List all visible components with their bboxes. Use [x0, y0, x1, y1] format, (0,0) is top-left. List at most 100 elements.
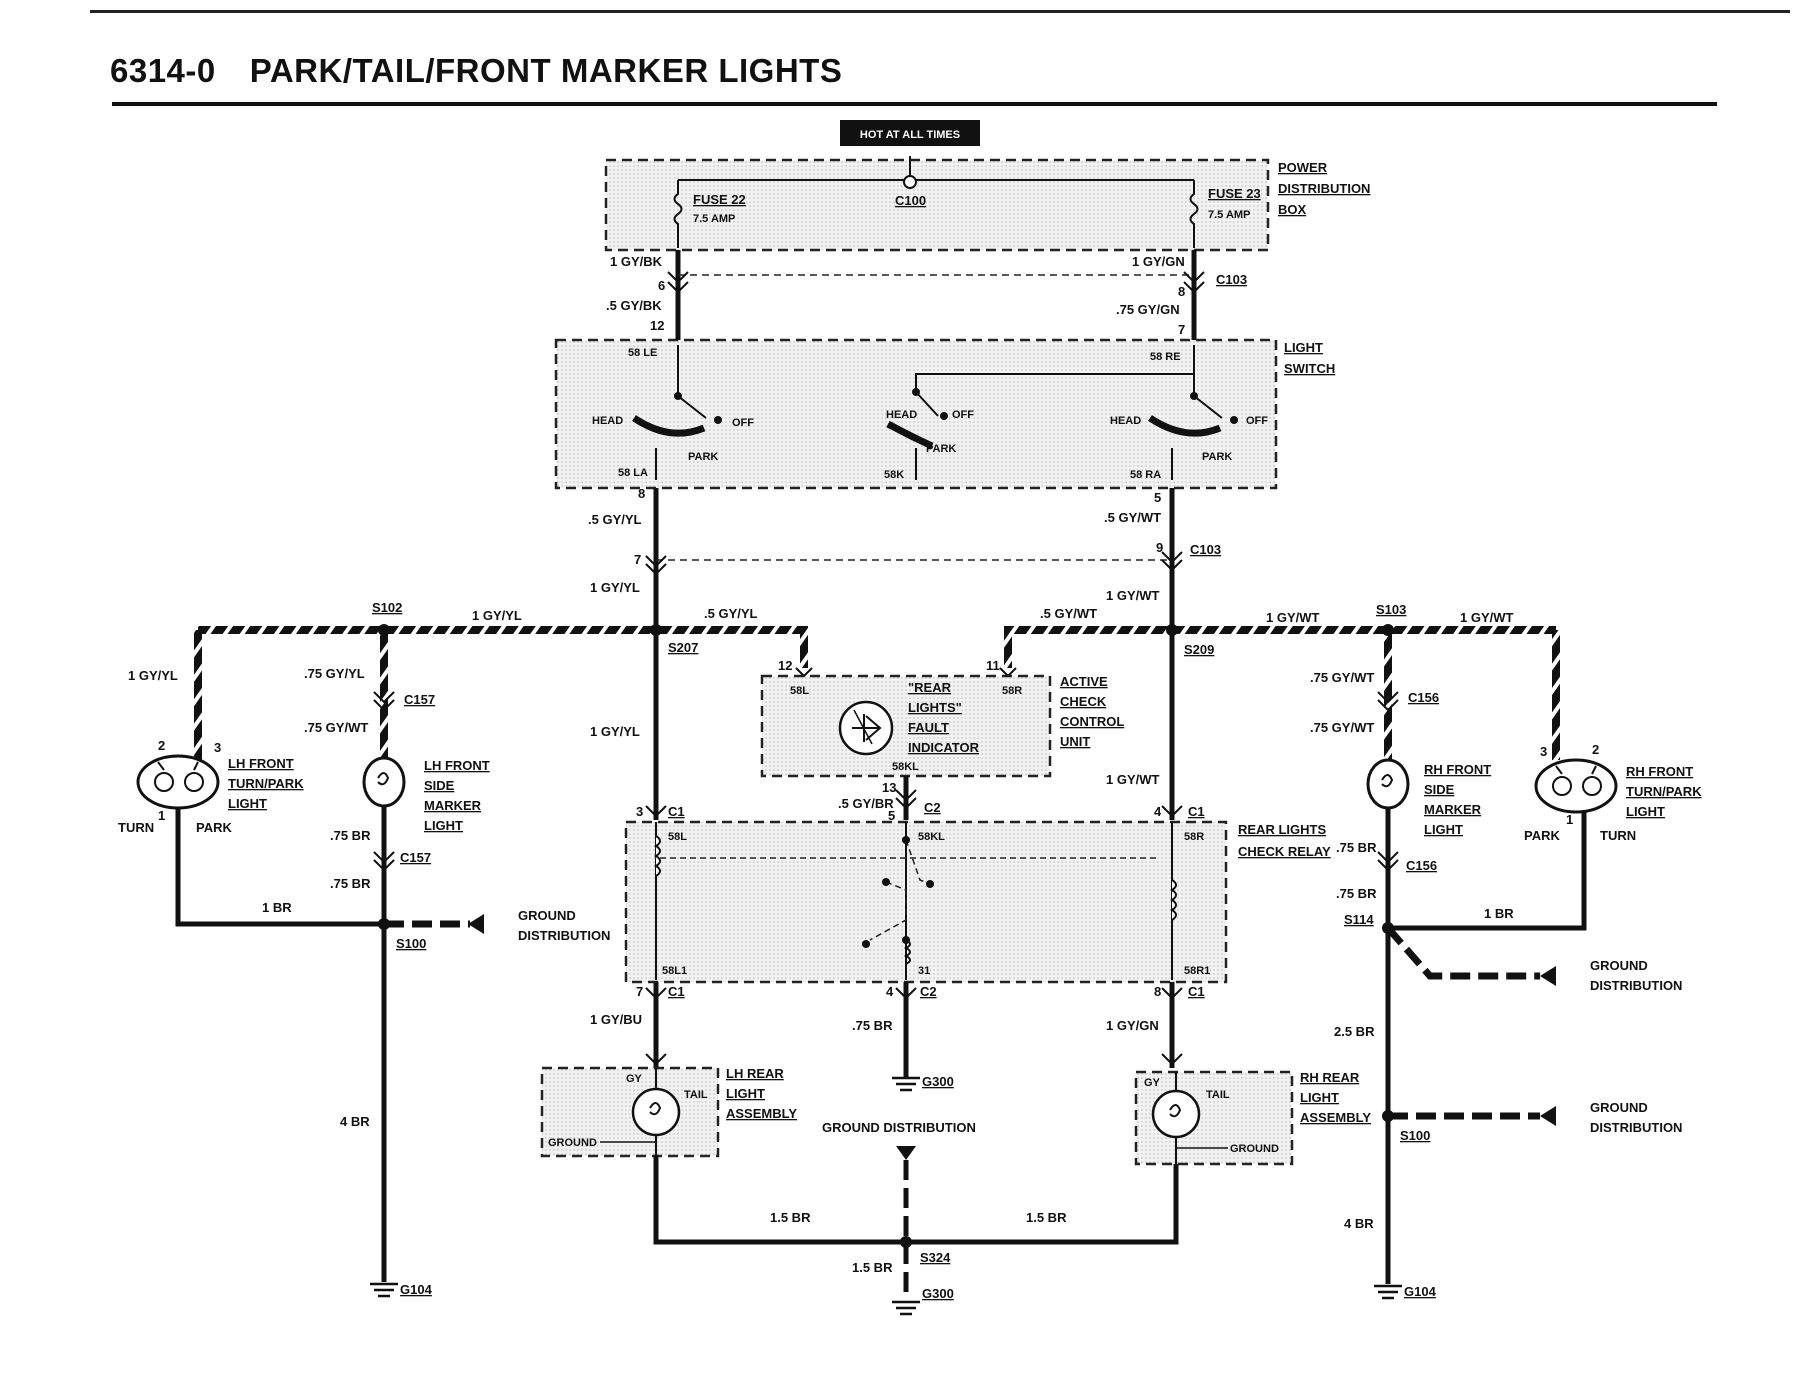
svg-text:HOT AT ALL TIMES: HOT AT ALL TIMES — [860, 129, 960, 141]
svg-text:OFF: OFF — [952, 409, 974, 421]
svg-text:58R: 58R — [1002, 685, 1022, 697]
svg-text:PARK: PARK — [1202, 451, 1232, 463]
svg-text:S103: S103 — [1376, 602, 1406, 617]
svg-text:LIGHT: LIGHT — [1300, 1090, 1339, 1105]
svg-text:58K: 58K — [884, 469, 904, 481]
svg-text:ASSEMBLY: ASSEMBLY — [726, 1106, 797, 1121]
svg-text:1: 1 — [158, 808, 165, 823]
svg-text:6: 6 — [658, 278, 665, 293]
svg-text:LIGHT: LIGHT — [726, 1086, 765, 1101]
svg-text:DISTRIBUTION: DISTRIBUTION — [1278, 181, 1370, 196]
light-switch: 58 LE 58 RE HEAD OFF PARK HEAD OFF PARK … — [554, 338, 1335, 490]
hot-at-all-times-box: HOT AT ALL TIMES — [840, 120, 980, 146]
svg-text:12: 12 — [778, 658, 792, 673]
svg-text:SWITCH: SWITCH — [1284, 361, 1335, 376]
svg-text:1 GY/YL: 1 GY/YL — [590, 724, 640, 739]
svg-text:58L: 58L — [668, 831, 687, 843]
svg-text:GY: GY — [1144, 1077, 1161, 1089]
svg-text:HEAD: HEAD — [592, 415, 623, 427]
svg-text:1 GY/GN: 1 GY/GN — [1132, 254, 1185, 269]
svg-text:C1: C1 — [668, 804, 685, 819]
svg-text:FUSE 22: FUSE 22 — [693, 192, 746, 207]
svg-text:GROUND DISTRIBUTION: GROUND DISTRIBUTION — [822, 1120, 976, 1135]
svg-text:1.5 BR: 1.5 BR — [1026, 1210, 1067, 1225]
power-distribution-box: FUSE 22 7.5 AMP C100 FUSE 23 7.5 AMP POW… — [604, 156, 1370, 252]
svg-text:4 BR: 4 BR — [340, 1114, 370, 1129]
svg-text:LIGHTS": LIGHTS" — [908, 700, 962, 715]
svg-text:G104: G104 — [1404, 1284, 1437, 1299]
svg-text:C1: C1 — [668, 984, 685, 999]
svg-text:.75 GY/GN: .75 GY/GN — [1116, 302, 1180, 317]
lh-front-side-marker-light: .75 GY/YL C157 .75 GY/WT LH FRONT SIDE M… — [262, 666, 610, 1298]
svg-text:TURN: TURN — [1600, 828, 1636, 843]
rh-rear-light-assembly: GY TAIL GROUND RH REAR LIGHT ASSEMBLY — [1134, 1070, 1371, 1166]
rear-ground-wires: GROUND DISTRIBUTION 1.5 BR 1.5 BR S324 1… — [653, 1120, 1179, 1316]
svg-text:58R1: 58R1 — [1184, 965, 1210, 977]
svg-text:DISTRIBUTION: DISTRIBUTION — [518, 928, 610, 943]
lh-front-turn-park-light: 2 3 1 TURN PARK LH FRONT TURN/PARK LIGHT… — [118, 668, 384, 927]
svg-text:4 BR: 4 BR — [1344, 1216, 1374, 1231]
svg-text:GY: GY — [626, 1073, 643, 1085]
svg-text:4: 4 — [886, 984, 894, 999]
svg-text:PARK: PARK — [688, 451, 718, 463]
svg-text:UNIT: UNIT — [1060, 734, 1090, 749]
svg-text:7: 7 — [1178, 322, 1185, 337]
svg-text:PARK: PARK — [1524, 828, 1560, 843]
svg-text:5: 5 — [1154, 490, 1161, 505]
svg-text:1 GY/GN: 1 GY/GN — [1106, 1018, 1159, 1033]
svg-text:1 GY/WT: 1 GY/WT — [1266, 610, 1320, 625]
active-check-control-unit: 12 11 58L 58R "REAR LIGHTS" FAULT INDICA… — [760, 658, 1124, 778]
svg-text:.5 GY/WT: .5 GY/WT — [1104, 510, 1161, 525]
svg-text:3: 3 — [1540, 744, 1547, 759]
svg-text:TURN/PARK: TURN/PARK — [1626, 784, 1702, 799]
svg-text:7.5 AMP: 7.5 AMP — [1208, 209, 1250, 221]
svg-text:.5 GY/WT: .5 GY/WT — [1040, 606, 1097, 621]
svg-text:CONTROL: CONTROL — [1060, 714, 1124, 729]
svg-text:RH REAR: RH REAR — [1300, 1070, 1360, 1085]
svg-text:G300: G300 — [922, 1286, 954, 1301]
svg-text:S114: S114 — [1344, 912, 1374, 927]
svg-text:FUSE 23: FUSE 23 — [1208, 186, 1261, 201]
lower-center-wires: 7 C1 4 C2 8 C1 1 GY/BU .75 BR 1 GY/GN G3… — [590, 982, 1205, 1092]
svg-text:1 GY/BK: 1 GY/BK — [610, 254, 663, 269]
svg-text:9: 9 — [1156, 540, 1163, 555]
svg-text:1 GY/WT: 1 GY/WT — [1460, 610, 1514, 625]
svg-text:REAR LIGHTS: REAR LIGHTS — [1238, 822, 1326, 837]
svg-text:1 GY/WT: 1 GY/WT — [1106, 588, 1160, 603]
svg-text:58L1: 58L1 — [662, 965, 687, 977]
svg-text:C156: C156 — [1406, 858, 1437, 873]
svg-text:DISTRIBUTION: DISTRIBUTION — [1590, 1120, 1682, 1135]
svg-text:13: 13 — [882, 780, 896, 795]
svg-text:LIGHT: LIGHT — [1284, 340, 1323, 355]
svg-text:GROUND: GROUND — [1230, 1143, 1279, 1155]
svg-text:LH FRONT: LH FRONT — [228, 756, 294, 771]
svg-text:LH FRONT: LH FRONT — [424, 758, 490, 773]
svg-text:C157: C157 — [400, 850, 431, 865]
svg-text:OFF: OFF — [732, 417, 754, 429]
svg-text:3: 3 — [214, 740, 221, 755]
svg-text:C103: C103 — [1190, 542, 1221, 557]
svg-text:POWER: POWER — [1278, 160, 1328, 175]
svg-text:ACTIVE: ACTIVE — [1060, 674, 1108, 689]
svg-text:1.5 BR: 1.5 BR — [770, 1210, 811, 1225]
svg-text:8: 8 — [638, 486, 645, 501]
svg-text:GROUND: GROUND — [1590, 1100, 1648, 1115]
svg-text:G104: G104 — [400, 1282, 433, 1297]
svg-text:.75 GY/YL: .75 GY/YL — [304, 666, 365, 681]
section-number: 6314-0 — [110, 52, 216, 89]
svg-text:SIDE: SIDE — [1424, 782, 1455, 797]
svg-text:3: 3 — [636, 804, 643, 819]
section-title: PARK/TAIL/FRONT MARKER LIGHTS — [249, 52, 843, 89]
svg-text:7.5 AMP: 7.5 AMP — [693, 213, 735, 225]
svg-text:C2: C2 — [920, 984, 937, 999]
svg-text:RH FRONT: RH FRONT — [1626, 764, 1693, 779]
svg-text:DISTRIBUTION: DISTRIBUTION — [1590, 978, 1682, 993]
svg-text:C1: C1 — [1188, 804, 1205, 819]
svg-text:"REAR: "REAR — [908, 680, 952, 695]
svg-text:ASSEMBLY: ASSEMBLY — [1300, 1110, 1371, 1125]
rh-front-turn-park-light: 3 2 1 PARK TURN RH FRONT TURN/PARK LIGHT — [1524, 742, 1702, 843]
svg-text:GROUND: GROUND — [518, 908, 576, 923]
rh-front-side-marker-light: .75 GY/WT C156 .75 GY/WT RH FRONT SIDE M… — [1310, 670, 1682, 1300]
svg-text:58KL: 58KL — [918, 831, 945, 843]
